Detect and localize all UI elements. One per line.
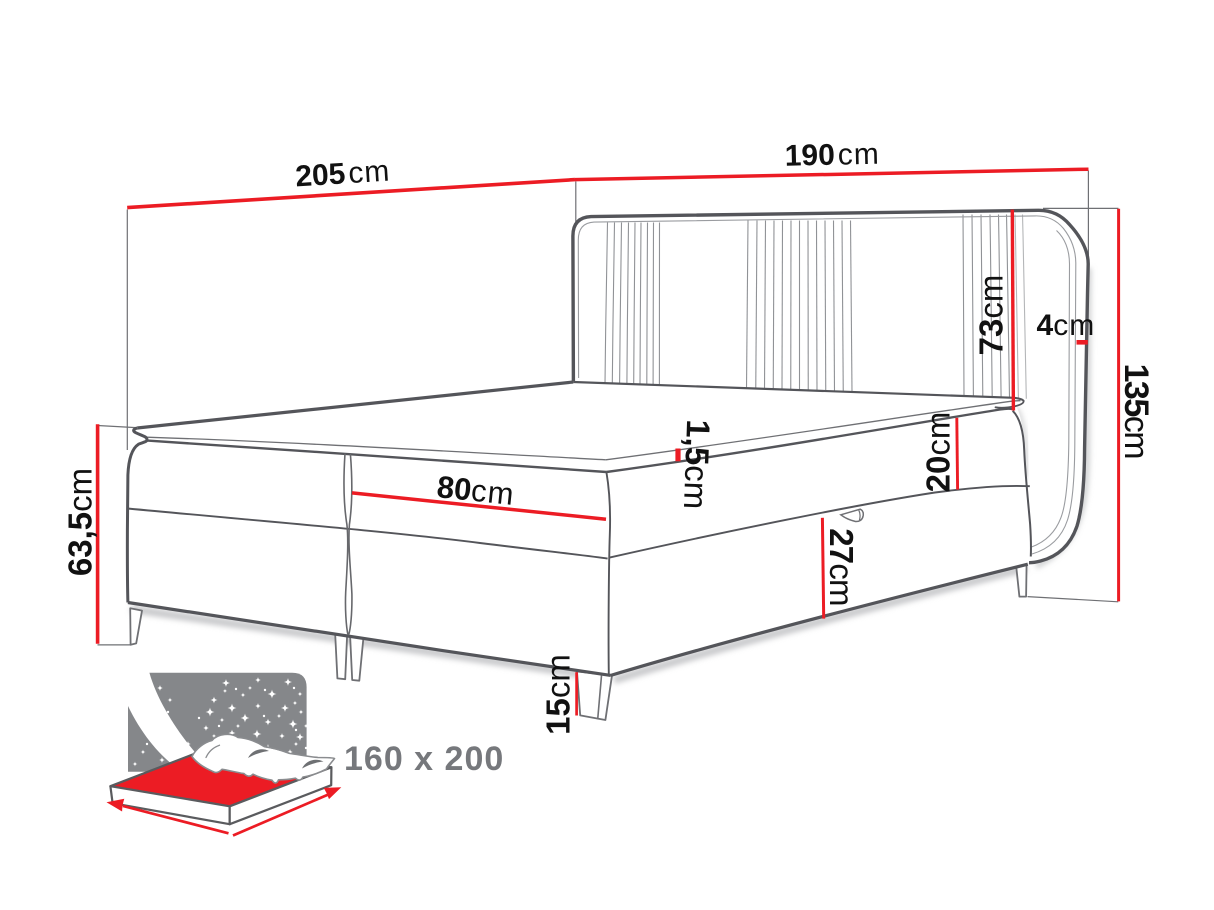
svg-text:1,5cm: 1,5cm <box>677 419 717 510</box>
svg-text:73cm: 73cm <box>973 275 1010 356</box>
svg-text:63,5cm: 63,5cm <box>62 468 99 576</box>
svg-text:20cm: 20cm <box>920 412 957 493</box>
svg-text:190cm: 190cm <box>784 138 880 173</box>
svg-text:15cm: 15cm <box>540 654 577 735</box>
svg-text:160 x 200: 160 x 200 <box>344 740 504 778</box>
svg-text:27cm: 27cm <box>823 528 860 606</box>
svg-text:205cm: 205cm <box>294 155 391 194</box>
svg-text:135cm: 135cm <box>1117 364 1155 459</box>
svg-text:4cm: 4cm <box>1037 309 1096 342</box>
svg-text:80cm: 80cm <box>435 469 516 512</box>
